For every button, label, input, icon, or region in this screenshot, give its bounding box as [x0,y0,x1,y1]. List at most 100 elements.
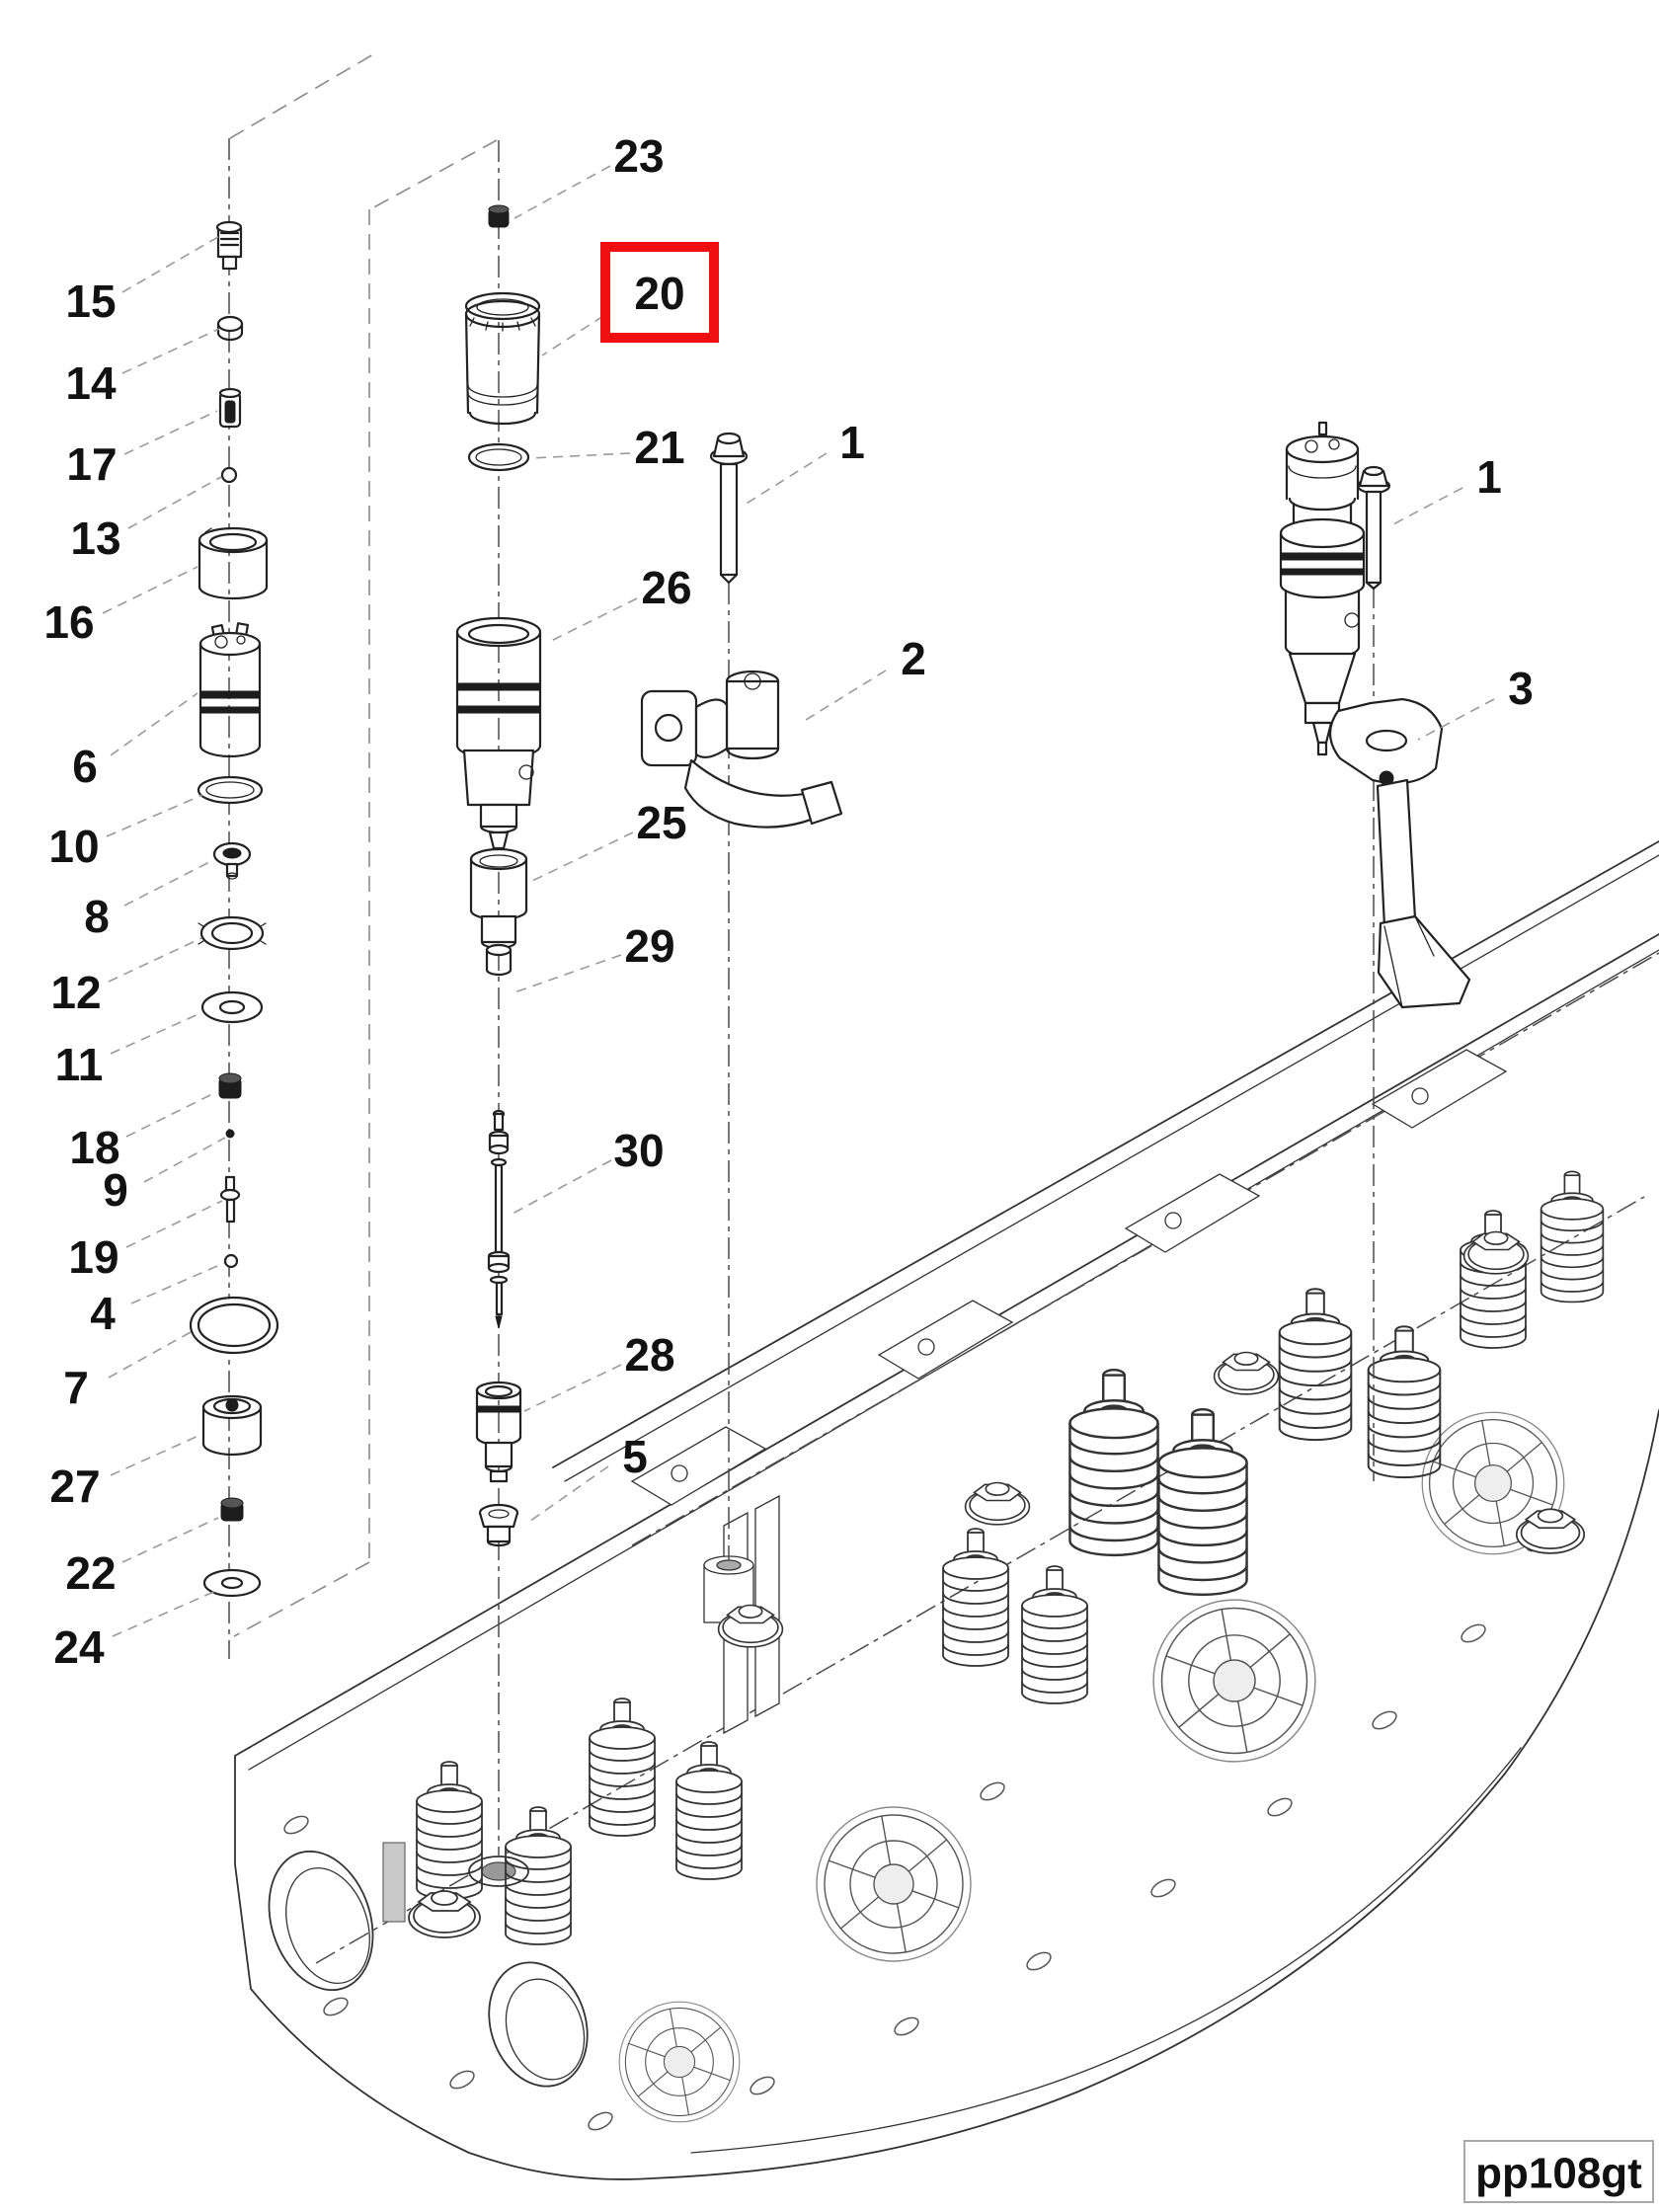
part-14-nut [216,315,244,342]
callout-labels: 1514171316610812111891947272224232021262… [43,130,1533,1673]
callout-7[interactable]: 7 [63,1362,89,1413]
leader-line-25 [529,831,634,883]
leader-line-24 [112,1589,219,1637]
part-1-bolt-middle [709,432,749,585]
leader-line-17 [123,410,218,455]
callout-17[interactable]: 17 [66,438,117,490]
callout-25[interactable]: 25 [636,797,686,848]
leader-line-21 [529,452,631,459]
part-10-oring [197,775,264,805]
leader-line-11 [110,1012,201,1055]
head-ports [268,1850,589,2088]
part-1-bolt-right [1356,465,1391,591]
leader-line-18 [125,1091,217,1138]
part-5-plug [478,1503,519,1547]
part-23-nut [488,204,510,228]
part-3-clamp-right [1328,697,1471,1009]
callout-6[interactable]: 6 [72,741,98,792]
part-16-cup [198,526,269,600]
leader-line-5 [525,1465,609,1525]
leader-line-26 [548,597,638,643]
part-6-injector-body [198,622,262,758]
part-26-injector-upper [455,616,542,850]
callout-13[interactable]: 13 [70,513,120,564]
leader-line-1 [1388,487,1463,527]
callout-23[interactable]: 23 [613,130,664,182]
deck-boss [1152,1599,1316,1763]
leader-line-7 [108,1331,192,1379]
callout-19[interactable]: 19 [68,1231,118,1283]
callout-5[interactable]: 5 [622,1431,648,1482]
leader-lines [102,165,1495,1637]
callout-29[interactable]: 29 [624,920,674,972]
middle-parts-column [455,204,542,1547]
assembled-injector [1279,421,1366,756]
callout-21[interactable]: 21 [634,422,684,473]
callout-24[interactable]: 24 [53,1621,105,1673]
callout-11[interactable]: 11 [55,1039,104,1090]
leader-line-6 [110,692,198,756]
callout-27[interactable]: 27 [49,1461,100,1512]
leader-line-23 [514,165,611,219]
callout-28[interactable]: 28 [624,1329,674,1381]
callout-16[interactable]: 16 [43,596,94,648]
deck-holes [280,1529,1554,2135]
callout-14[interactable]: 14 [65,357,117,409]
centerlines [228,138,1375,1856]
callout-4[interactable]: 4 [90,1288,116,1339]
callout-1[interactable]: 1 [839,417,865,468]
part-27-follower [201,1394,263,1457]
rocker-pedestals [630,1049,1508,1506]
part-18-nut [218,1072,242,1099]
part-24-washer [202,1568,262,1598]
leader-line-2 [805,670,887,721]
callout-22[interactable]: 22 [65,1547,116,1599]
callout-12[interactable]: 12 [50,967,101,1018]
part-17-plunger [218,387,242,429]
bolt-boss [703,1555,754,1623]
valve-springs [416,1170,1605,1945]
callout-18[interactable]: 18 [69,1122,119,1173]
part-8-valve [212,841,252,880]
left-parts-column [189,220,279,1598]
leader-line-19 [125,1200,223,1248]
diagram-code: pp108gt [1475,2150,1642,2198]
callout-15[interactable]: 15 [65,276,116,327]
leader-line-28 [523,1364,622,1412]
leader-line-1 [744,452,828,506]
part-12-ring [198,915,267,951]
leader-line-14 [121,328,220,374]
cylinder-head-drawing [234,840,1659,2180]
part-21-oring [467,442,530,472]
callout-26[interactable]: 26 [641,562,691,613]
section-bracket-lines [229,53,498,1637]
highlight-box [600,242,719,343]
sleeve-bore-slot [382,1842,406,1923]
leader-line-16 [102,566,198,614]
deck-boss [816,1806,972,1962]
part-11-washer [200,990,264,1024]
part-25-cup [469,847,528,950]
callout-20-highlighted[interactable]: 20 [634,268,684,319]
callout-9[interactable]: 9 [103,1164,128,1216]
leader-line-4 [130,1262,225,1304]
diagram-code-box: pp108gt [1463,2140,1654,2203]
callout-1[interactable]: 1 [1476,451,1502,503]
part-30-needle-valve [487,1109,511,1329]
part-29-bushing [485,943,513,977]
leader-line-22 [121,1517,219,1563]
callout-30[interactable]: 30 [613,1125,664,1176]
part-20-sleeve [464,291,541,426]
leader-line-29 [514,954,622,993]
callout-2[interactable]: 2 [901,633,926,684]
callout-3[interactable]: 3 [1508,663,1534,714]
leader-line-12 [108,937,202,983]
callout-8[interactable]: 8 [84,891,110,942]
leader-line-13 [127,476,222,529]
part-19-plunger-pin [219,1175,241,1224]
leader-line-8 [123,859,214,907]
diagram-code-border [1463,2140,1654,2203]
callout-10[interactable]: 10 [48,821,99,872]
